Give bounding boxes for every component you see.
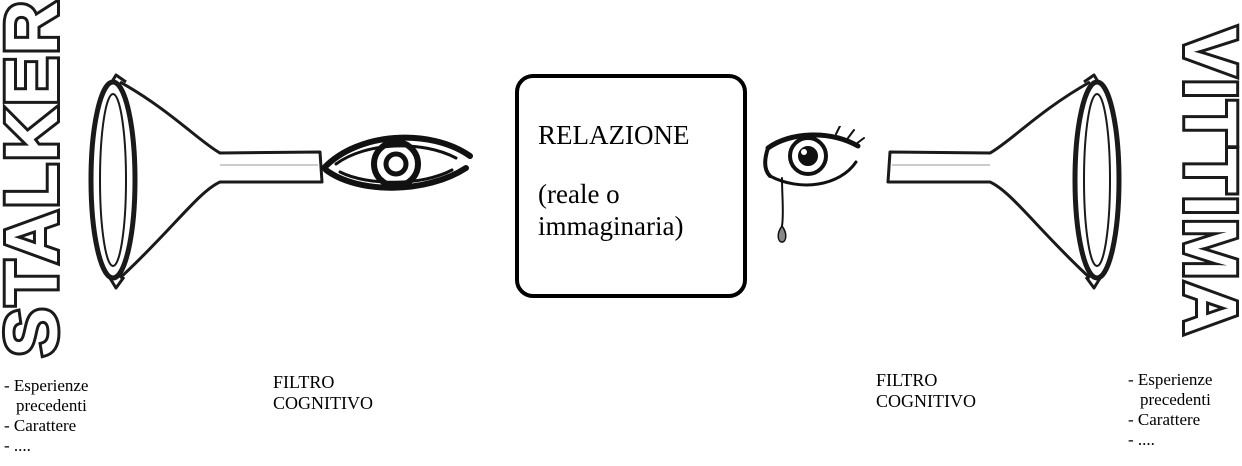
- vittima-label: VITTIMA: [1166, 24, 1242, 340]
- relation-box: [515, 74, 747, 298]
- relation-subtitle-line1: (reale o: [538, 179, 620, 209]
- filter-label-line2: COGNITIVO: [876, 391, 976, 411]
- factor-item: - Carattere: [4, 416, 77, 435]
- factor-item: precedenti: [1140, 390, 1211, 409]
- filter-label-line2: COGNITIVO: [273, 393, 373, 413]
- left-funnel-icon: [88, 73, 324, 290]
- filter-label-line1: FILTRO: [273, 372, 335, 392]
- vittima-factors-list: - Esperienze precedenti - Carattere - ..…: [1128, 370, 1212, 450]
- stalker-label: STALKER: [0, 0, 76, 360]
- factor-item: - ....: [4, 436, 31, 455]
- factor-item: precedenti: [16, 396, 87, 415]
- stalker-factors-list: - Esperienze precedenti - Carattere - ..…: [4, 376, 88, 456]
- relation-subtitle-line2: immaginaria): [538, 211, 684, 241]
- relation-title: RELAZIONE: [538, 120, 690, 150]
- eye-icon: [321, 134, 473, 191]
- right-filter-label: FILTRO COGNITIVO: [876, 370, 976, 412]
- factor-item: - Esperienze: [1128, 370, 1213, 389]
- factor-item: - Esperienze: [4, 376, 89, 395]
- right-funnel-icon: [886, 73, 1122, 290]
- factor-item: - ....: [1128, 430, 1155, 449]
- crying-eye-icon: [763, 126, 865, 243]
- filter-label-line1: FILTRO: [876, 370, 938, 390]
- left-filter-label: FILTRO COGNITIVO: [273, 372, 373, 414]
- factor-item: - Carattere: [1128, 410, 1201, 429]
- relation-subtitle: (reale o immaginaria): [538, 178, 683, 242]
